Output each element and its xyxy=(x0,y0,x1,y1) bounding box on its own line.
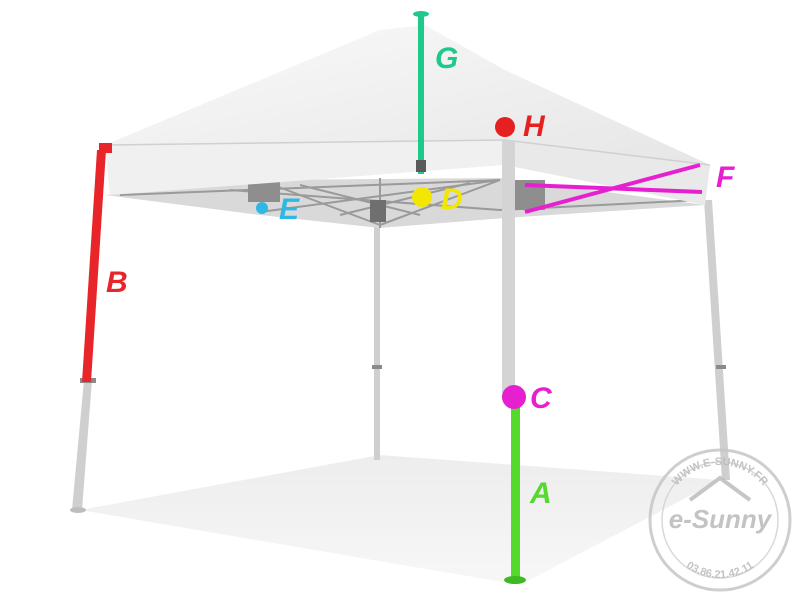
watermark-brand: e-Sunny xyxy=(669,504,773,534)
part-b-corner-bracket xyxy=(99,143,112,153)
label-c: C xyxy=(530,382,553,415)
label-d: D xyxy=(441,183,463,216)
front-left-pole xyxy=(70,378,96,513)
part-e-dot xyxy=(256,202,268,214)
part-b-upper-leg xyxy=(82,150,106,382)
watermark-phone: 03.86.21.42.11 xyxy=(684,559,756,581)
frame-bracket-left xyxy=(248,182,280,202)
canopy-valance-front-left xyxy=(105,140,505,195)
watermark-inner-ring xyxy=(661,461,779,579)
label-f: F xyxy=(716,161,735,194)
part-c-dot xyxy=(502,385,526,409)
part-g-center-pole xyxy=(418,14,424,174)
watermark-stamp: WWW.E-SUNNY.FR e-Sunny 03.86.21.42.11 xyxy=(648,448,792,592)
part-d-dot xyxy=(412,187,432,207)
truss-frame xyxy=(119,178,701,228)
front-pole xyxy=(502,140,515,400)
right-pole xyxy=(704,200,730,480)
label-e: E xyxy=(279,193,300,226)
ground-shadow xyxy=(80,455,720,585)
part-g-bottom xyxy=(416,160,426,172)
watermark-outer-ring xyxy=(648,448,792,592)
label-a: A xyxy=(529,477,552,510)
part-h-dot xyxy=(495,117,515,137)
watermark-roof-icon xyxy=(688,475,752,502)
label-h: H xyxy=(523,110,546,143)
frame-bracket-center xyxy=(370,200,386,222)
part-g-top-cap xyxy=(413,11,429,17)
part-a-lower-leg xyxy=(511,395,520,580)
canopy-roof xyxy=(105,25,710,165)
label-b: B xyxy=(106,266,128,299)
part-a-foot xyxy=(504,576,526,584)
part-f-bar-2 xyxy=(524,163,701,214)
back-pole xyxy=(372,215,382,460)
label-g: G xyxy=(435,42,458,75)
